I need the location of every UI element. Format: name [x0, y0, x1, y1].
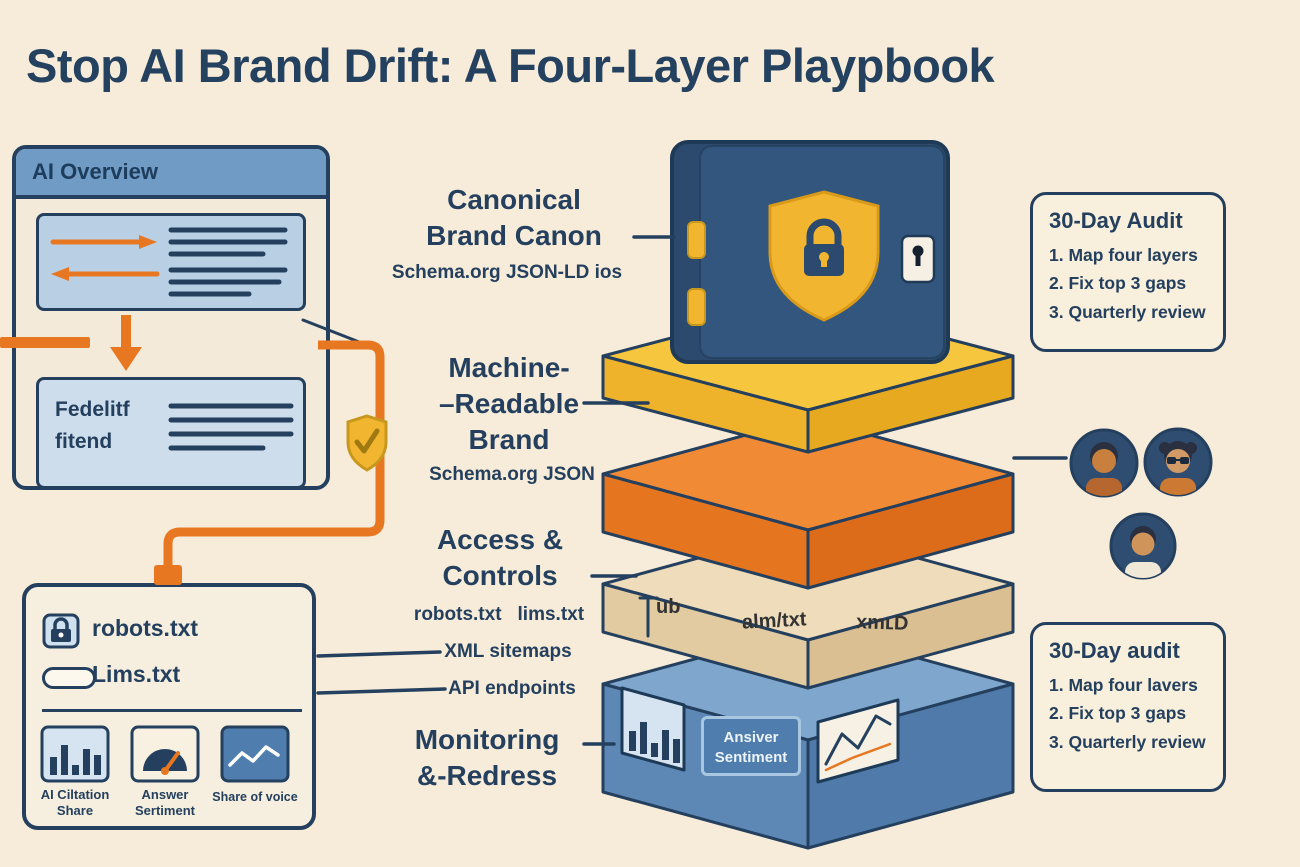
hinge-icon [687, 221, 706, 259]
shield-lock-icon [768, 190, 880, 322]
text-lines [168, 403, 294, 451]
robots-file-label: robots.txt [92, 615, 199, 641]
sublabel-robots: robots.txt [413, 604, 502, 625]
metric-label-citation: AI Ciltation Share [40, 787, 110, 819]
avatar-3 [1109, 512, 1177, 580]
line-chart-icon [220, 725, 290, 783]
label-access-controls: Access & Controls [436, 524, 564, 591]
brand-result-label: Fedelitf fitend [55, 394, 130, 457]
files-panel: robots.txt Lims.txt AI Ciltation Share [22, 583, 316, 830]
avatar-2 [1143, 427, 1213, 497]
layer-machine-slab [601, 416, 1015, 590]
result-line-1: Fedelitf [55, 398, 130, 421]
left-arrow-icon [51, 267, 160, 281]
sublabel-machine: Schema.org JSON [429, 464, 595, 485]
callout-title: 30-Day Audit [1049, 208, 1183, 233]
callout-30-day-audit-bottom: 30-Day audit 1. Map four lavers 2. Fix t… [1030, 622, 1226, 792]
callout-item: 3. Quarterly review [1049, 731, 1206, 752]
result-line-2: fitend [55, 429, 113, 453]
gauge-icon [130, 725, 200, 783]
handwriting-alm-txt: alm/txt [741, 608, 807, 634]
label-machine-readable-brand: Machine- –Readable Brand [438, 352, 580, 455]
handwriting-xmld: xmʟD [855, 611, 909, 635]
serp-result-box [36, 213, 306, 311]
sublabel-access: robots.txt lims.txt [392, 604, 606, 626]
callout-item: 1. Map four layers [1049, 245, 1198, 265]
right-arrow-icon [50, 235, 157, 249]
answer-sentiment-box: Ansiver Sentiment [701, 716, 801, 776]
brand-result-box: Fedelitf fitend [36, 377, 306, 489]
pill-icon [42, 667, 96, 689]
callout-30-day-audit-top: 30-Day Audit 1. Map four layers 2. Fix t… [1030, 192, 1226, 352]
sublabel-api-endpoints: API endpoints [448, 678, 576, 699]
sublabel-canonical: Schema.org JSON-LD ios [391, 262, 623, 283]
sublabel-xml-sitemaps: XML sitemaps [444, 641, 572, 662]
lims-file-label: Lims.txt [92, 661, 181, 687]
serp-box-graphic [50, 227, 288, 297]
label-canonical-brand-canon: Canonical Brand Canon [426, 184, 602, 251]
page-title: Stop AI Brand Drift: A Four-Layer Playpb… [26, 39, 995, 92]
sublabel-lims: lims.txt [517, 604, 585, 625]
shield-check-icon [346, 414, 388, 472]
callout-title: 30-Day audit [1049, 638, 1180, 663]
lock-icon [42, 613, 80, 649]
divider [42, 709, 302, 712]
ai-overview-panel: AI Overview [12, 145, 330, 490]
metric-label-sentiment: Answer Sertiment [135, 787, 195, 819]
tick-annotation: ub [656, 596, 681, 618]
down-arrow-icon [110, 315, 142, 371]
layer-monitoring-slab [601, 626, 1015, 850]
avatar-1 [1069, 428, 1139, 498]
ai-overview-header: AI Overview [16, 149, 326, 199]
bar-chart-icon [40, 725, 110, 783]
callout-item: 2. Fix top 3 gaps [1049, 703, 1187, 724]
label-monitoring-redress: Monitoring &-Redress [414, 724, 560, 791]
metric-label-share-of-voice: Share of voice [212, 790, 298, 804]
monitoring-bar-chart-icon [620, 686, 686, 772]
connector-lines [301, 235, 1068, 746]
hinge-icon [687, 288, 706, 326]
callout-item: 3. Quarterly review [1049, 301, 1206, 322]
keyhole-plate-icon [900, 234, 936, 284]
monitoring-line-chart-icon [816, 698, 900, 784]
text-lines [168, 227, 288, 297]
layer-canon-slab [601, 300, 1015, 454]
callout-item: 2. Fix top 3 gaps [1049, 273, 1187, 294]
vault-icon [670, 140, 950, 364]
callout-item: 1. Map four lavers [1049, 675, 1198, 695]
